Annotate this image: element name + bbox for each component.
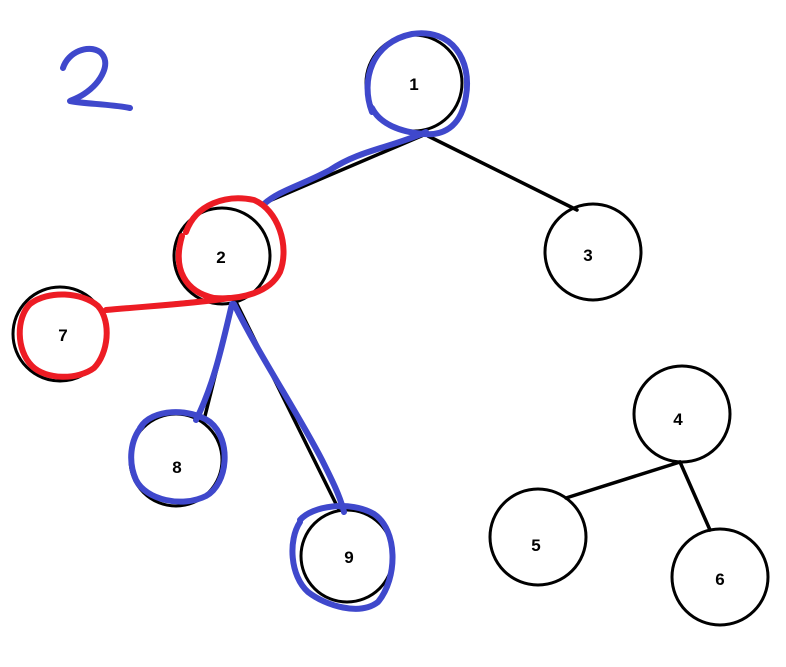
edge-1-3 — [426, 134, 579, 212]
annotation-scribble-two — [60, 45, 133, 111]
node-labels: 1 2 3 4 5 6 7 8 9 — [58, 75, 724, 589]
highlight-edge-1-2 — [261, 129, 429, 207]
highlight-node-7 — [16, 291, 110, 380]
node-circle-5 — [488, 487, 588, 587]
red-highlights — [16, 195, 287, 380]
highlight-node-8 — [128, 409, 228, 505]
node-label-7: 7 — [58, 326, 67, 345]
highlight-node-2 — [175, 195, 287, 302]
node-label-4: 4 — [673, 410, 683, 429]
node-label-8: 8 — [172, 458, 181, 477]
node-label-2: 2 — [216, 248, 225, 267]
node-circle-6 — [670, 527, 770, 627]
node-label-5: 5 — [531, 536, 540, 555]
highlight-node-9 — [289, 503, 396, 612]
edge-4-5 — [564, 460, 682, 500]
blue-highlights — [128, 30, 470, 612]
node-circle-4 — [632, 364, 732, 464]
edge-1-2 — [260, 132, 428, 206]
edge-4-6 — [678, 460, 712, 532]
highlight-edge-2-8 — [193, 301, 235, 423]
highlight-edge-2-7 — [103, 295, 233, 313]
node-label-3: 3 — [583, 246, 592, 265]
base-edges — [104, 132, 712, 532]
node-circle-2 — [172, 206, 272, 306]
node-label-9: 9 — [344, 548, 353, 567]
node-label-1: 1 — [409, 75, 418, 94]
node-label-6: 6 — [715, 570, 724, 589]
highlight-edge-2-9 — [231, 301, 347, 515]
node-circle-3 — [543, 202, 643, 302]
highlight-node-1 — [364, 30, 470, 138]
